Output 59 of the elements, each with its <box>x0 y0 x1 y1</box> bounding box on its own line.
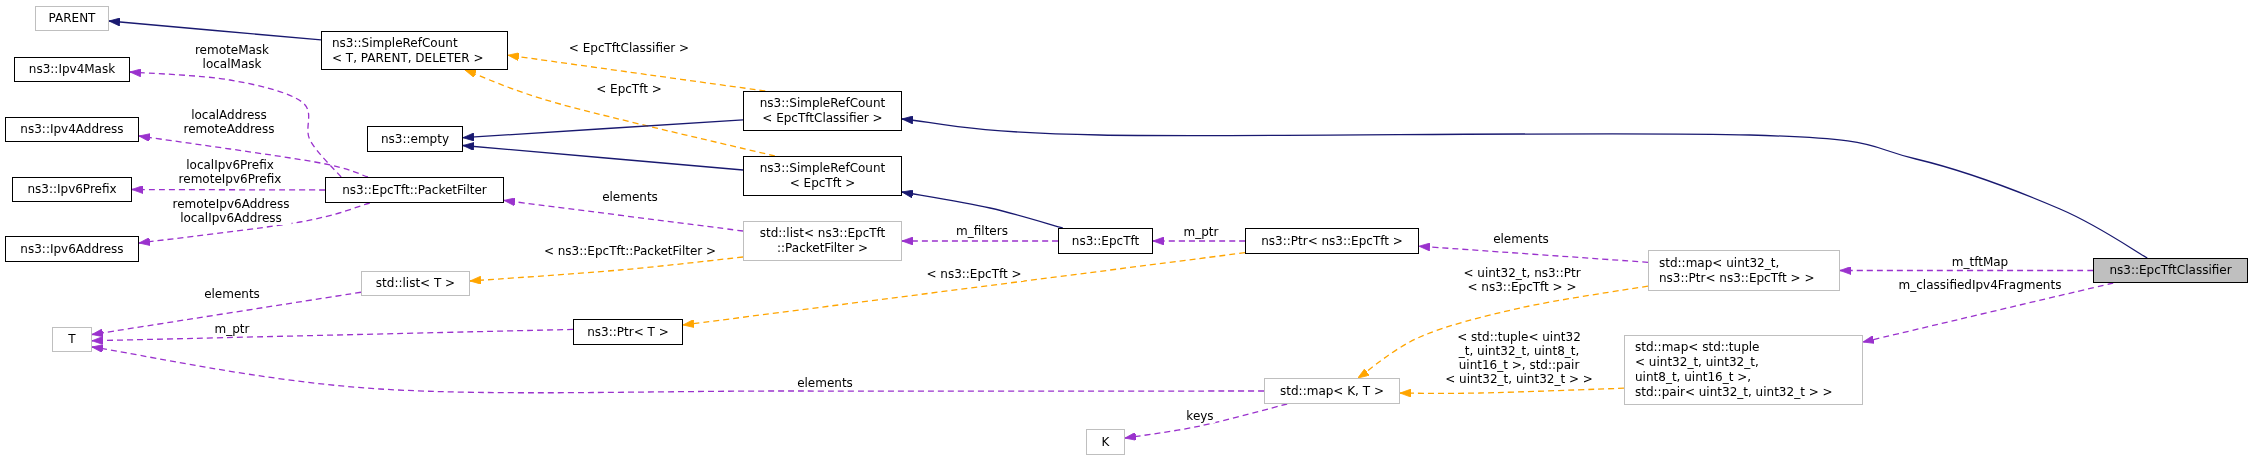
class-box: PARENT <box>35 6 109 31</box>
class-box: K <box>1086 429 1125 455</box>
class-box: std::map< uint32_t, ns3::Ptr< ns3::EpcTft > > <box>1648 250 1840 291</box>
edge-label: < ns3::EpcTft > <box>924 267 1024 281</box>
dashed-arrow <box>91 328 574 345</box>
class-box: ns3::Ipv6Address <box>5 236 139 262</box>
edge-label: < EpcTft > <box>594 82 664 96</box>
class-box: ns3::EpcTftClassifier <box>2093 258 2248 283</box>
dashed-arrow <box>91 344 1265 394</box>
class-box: std::map< std::tuple < uint32_t, uint32_t, uint8_t, uint16_t >, std::pair< uint32_t, uint32_t > > <box>1624 335 1863 405</box>
edge-label: m_tftMap <box>1949 255 2011 269</box>
dashed-arrow <box>131 185 326 194</box>
dashed-arrow <box>464 69 776 157</box>
arrow <box>108 17 322 41</box>
edge-label: remoteIpv6Address localIpv6Address <box>170 197 292 225</box>
dashed-arrow <box>1124 403 1288 441</box>
arrow <box>901 189 1064 229</box>
edge-label: elements <box>1491 232 1551 246</box>
class-box: ns3::SimpleRefCount < EpcTftClassifier > <box>743 91 902 131</box>
edge-label: keys <box>1184 409 1216 423</box>
edge-label: elements <box>795 376 855 390</box>
class-box: ns3::Ptr< T > <box>573 319 683 345</box>
dashed-arrow <box>1357 285 1649 379</box>
dashed-arrow <box>138 133 369 178</box>
edge-label: < std::tuple< uint32 _t, uint32_t, uint8_t, uint16_t >, std::pair < uint32_t, uint32_t > > <box>1443 330 1595 386</box>
edge-label: m_ptr <box>1181 225 1221 239</box>
dashed-arrow <box>1418 242 1649 263</box>
class-box: std::map< K, T > <box>1264 378 1400 404</box>
class-box: ns3::Ipv4Mask <box>14 57 130 82</box>
class-box: std::list< T > <box>361 271 470 296</box>
class-box: ns3::empty <box>367 126 463 152</box>
arrow <box>462 119 744 142</box>
class-box: std::list< ns3::EpcTft ::PacketFilter > <box>743 221 902 261</box>
edge-label: elements <box>600 190 660 204</box>
arrow <box>901 115 2148 259</box>
dashed-arrow <box>129 68 342 178</box>
edge-label: m_filters <box>954 224 1010 238</box>
dashed-arrow <box>469 256 744 285</box>
dashed-arrow <box>138 202 371 246</box>
class-box: ns3::EpcTft <box>1058 228 1153 254</box>
dashed-arrow <box>1839 266 2094 275</box>
class-box: ns3::Ipv6Prefix <box>12 177 132 202</box>
class-box: ns3::SimpleRefCount < T, PARENT, DELETER > <box>321 31 508 70</box>
dashed-arrow <box>1399 387 1625 398</box>
dashed-arrow <box>682 252 1246 328</box>
class-box: ns3::Ipv4Address <box>5 117 139 142</box>
class-box: ns3::EpcTft::PacketFilter <box>325 177 504 203</box>
edge-label: localAddress remoteAddress <box>181 108 277 136</box>
edge-label: m_classifiedIpv4Fragments <box>1896 278 2064 292</box>
edge-label: < uint32_t, ns3::Ptr < ns3::EpcTft > > <box>1461 266 1583 294</box>
class-box: T <box>52 327 92 352</box>
class-box: ns3::SimpleRefCount < EpcTft > <box>743 156 902 196</box>
edge-label: elements <box>202 287 262 301</box>
dashed-arrow <box>503 197 744 232</box>
edge-label: localIpv6Prefix remoteIpv6Prefix <box>176 158 284 186</box>
class-box: ns3::Ptr< ns3::EpcTft > <box>1245 228 1419 254</box>
edge-label: m_ptr <box>212 322 252 336</box>
arrow <box>462 142 744 171</box>
dashed-arrow <box>1862 282 2114 344</box>
